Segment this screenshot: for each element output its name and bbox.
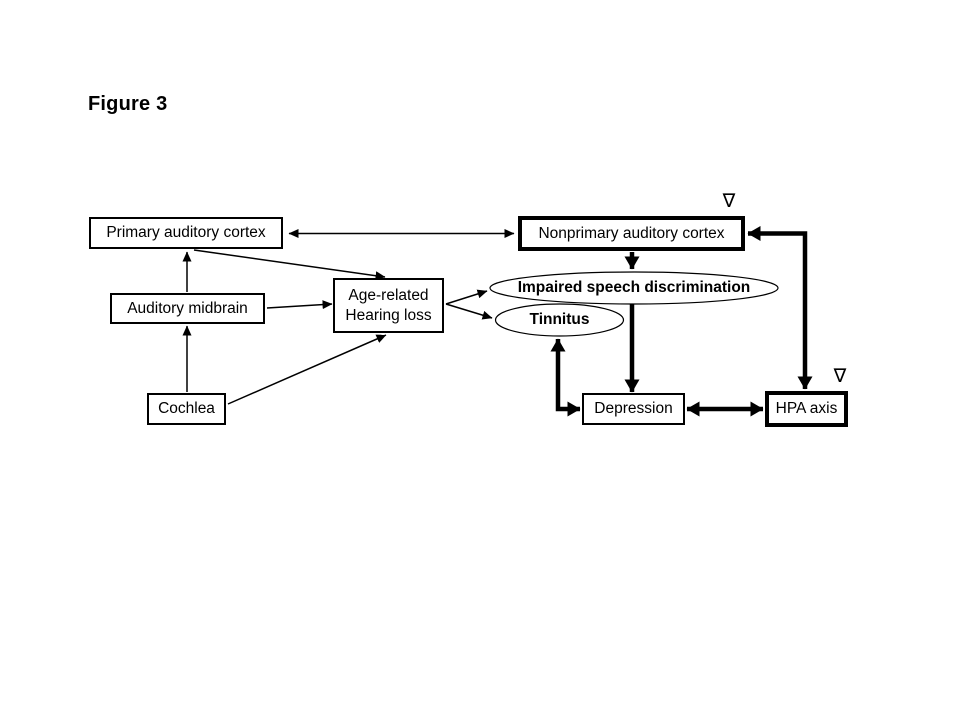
figure-title: Figure 3 xyxy=(88,93,168,115)
node-primary-auditory-cortex-label: Primary auditory cortex xyxy=(106,224,266,242)
node-impaired-speech-discrimination-label: Impaired speech discrimination xyxy=(517,279,751,296)
node-cochlea-label: Cochlea xyxy=(158,400,215,418)
node-age-related-hearing-loss-label-line1: Age-related xyxy=(348,287,429,305)
edge-primary-auditory-cortex-to-age-related-hearing-loss xyxy=(193,249,386,281)
node-depression-label: Depression xyxy=(594,400,673,418)
edge-cochlea-to-age-related-hearing-loss xyxy=(227,334,387,405)
node-primary-auditory-cortex: Primary auditory cortex xyxy=(89,217,283,249)
node-age-related-hearing-loss: Age-related Hearing loss xyxy=(333,278,444,333)
node-auditory-midbrain: Auditory midbrain xyxy=(110,293,265,324)
edge-age-related-hearing-loss-to-impaired-speech xyxy=(445,289,488,305)
node-age-related-hearing-loss-label-line2: Hearing loss xyxy=(345,306,432,324)
node-depression: Depression xyxy=(582,393,685,425)
node-nonprimary-auditory-cortex-label: Nonprimary auditory cortex xyxy=(538,224,725,242)
edge-tinnitus-depression-bidirectional xyxy=(550,338,581,417)
node-tinnitus-label: Tinnitus xyxy=(529,311,590,328)
node-hpa-axis-label: HPA axis xyxy=(775,400,838,418)
node-hpa-axis: HPA axis xyxy=(765,391,848,427)
nabla-icon: ∇ xyxy=(833,365,847,387)
node-auditory-midbrain-label: Auditory midbrain xyxy=(127,299,248,317)
node-nonprimary-auditory-cortex: Nonprimary auditory cortex xyxy=(518,216,745,251)
tinnitus-ellipse-outline xyxy=(494,303,625,337)
edge-hpa-axis-nonprimary-bidirectional xyxy=(747,226,813,390)
node-impaired-speech-discrimination: Impaired speech discrimination xyxy=(490,273,778,303)
edge-auditory-midbrain-to-age-related-hearing-loss xyxy=(266,300,333,310)
node-cochlea: Cochlea xyxy=(147,393,226,425)
node-tinnitus: Tinnitus xyxy=(496,305,623,335)
nabla-icon: ∇ xyxy=(722,190,736,212)
edge-age-related-hearing-loss-to-tinnitus xyxy=(445,303,493,320)
